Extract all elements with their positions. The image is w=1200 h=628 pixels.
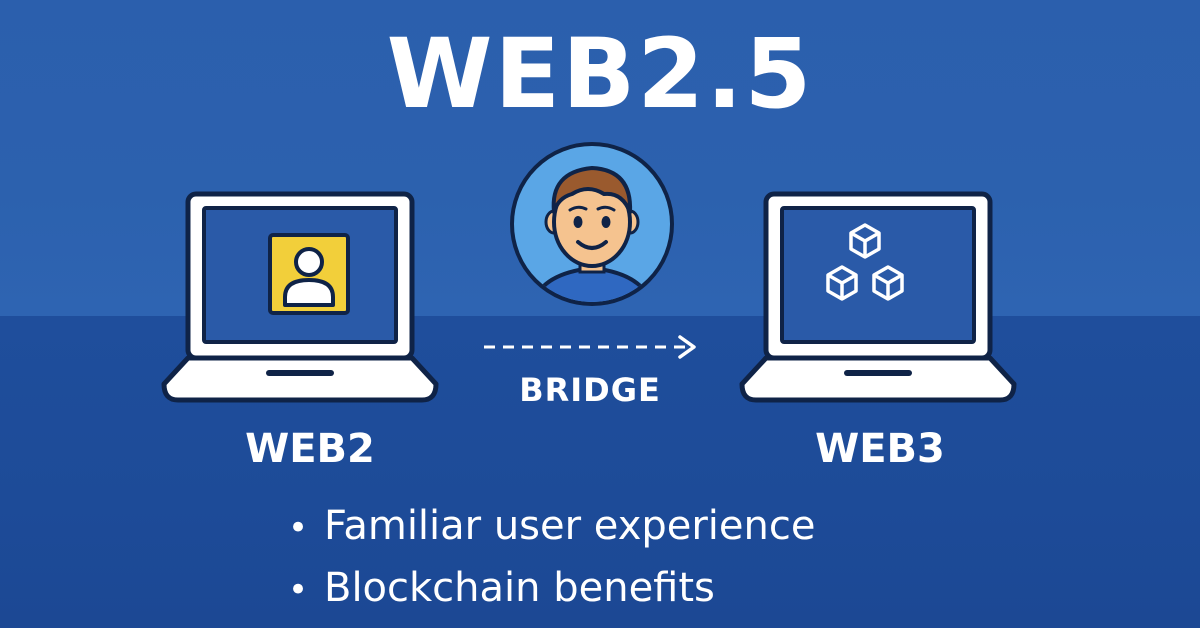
bullet-text: Familiar user experience (324, 503, 816, 549)
bullet-dot: • (288, 508, 309, 548)
web3-laptop (739, 191, 1017, 403)
web2-laptop (161, 191, 439, 403)
person-avatar-icon (510, 142, 674, 306)
bullet-dot: • (288, 570, 309, 610)
blockchain-cubes-icon (826, 223, 904, 301)
bridge-arrow (484, 335, 696, 359)
user-profile-icon (268, 233, 350, 315)
benefit-list: • Familiar user experience • Blockchain be… (288, 496, 815, 620)
bridge-label: BRIDGE (519, 371, 661, 409)
page-title: WEB2.5 (386, 18, 814, 130)
list-item: • Familiar user experience (288, 496, 815, 558)
web2-label: WEB2 (245, 426, 375, 472)
web3-label: WEB3 (815, 426, 945, 472)
list-item: • Blockchain benefits (288, 558, 815, 620)
bullet-text: Blockchain benefits (324, 565, 715, 611)
